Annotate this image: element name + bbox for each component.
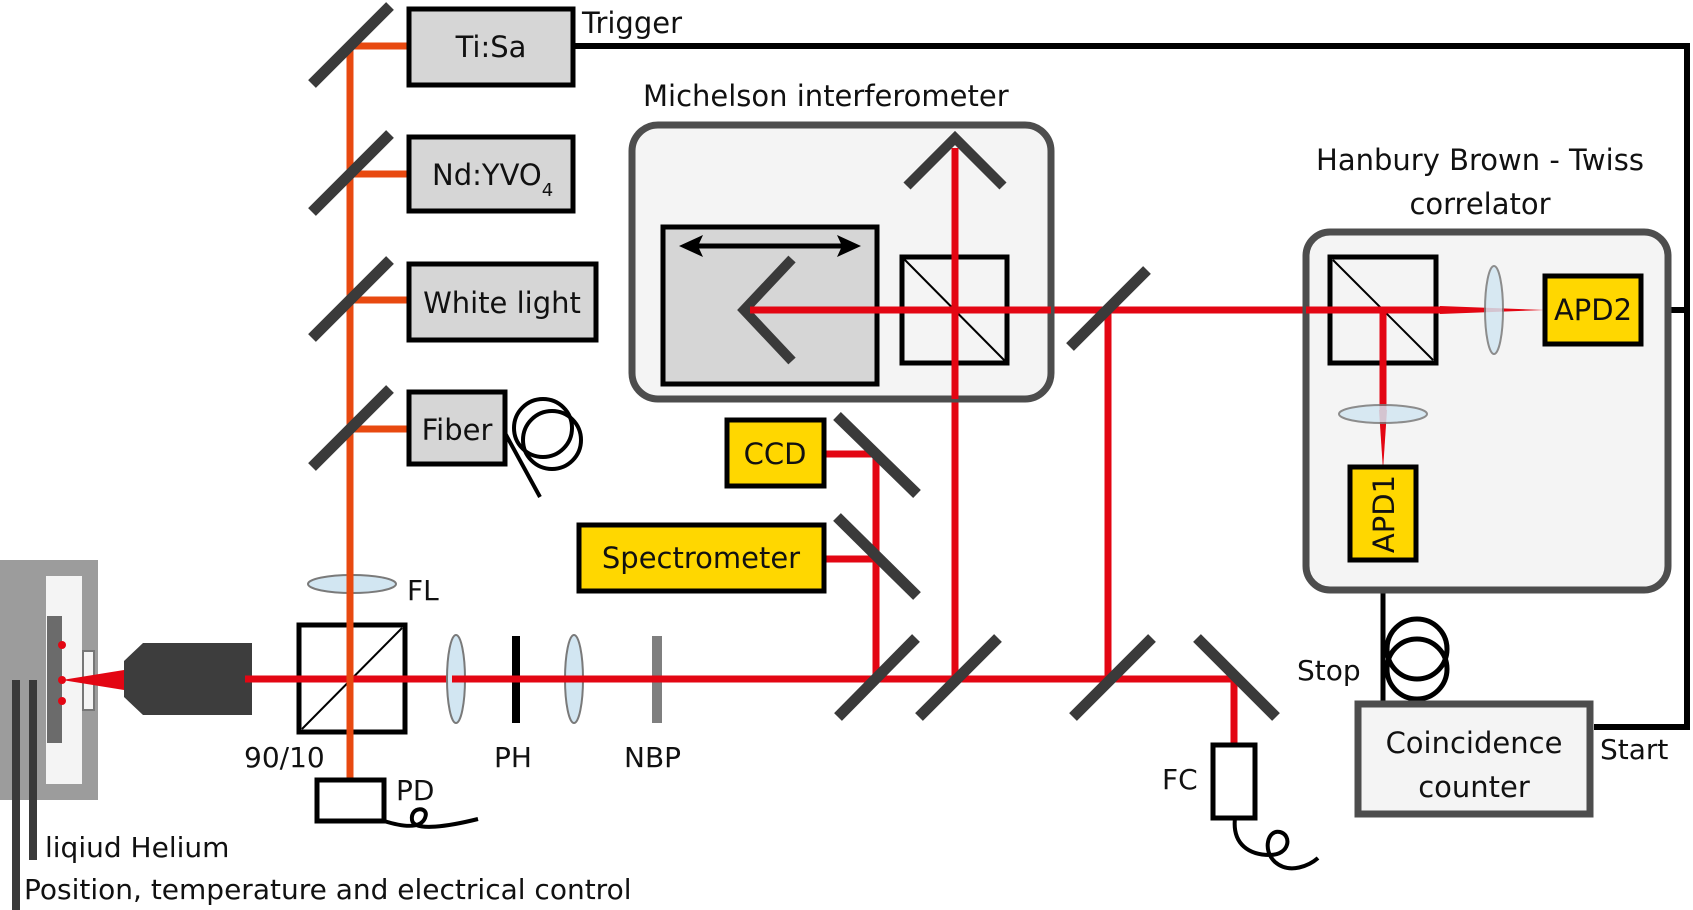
source-fiber: Fiber [406,389,508,467]
svg-text:Coincidence: Coincidence [1386,726,1563,760]
beam-to-apd1 [1379,410,1387,470]
flip-mirror-3 [1069,634,1156,721]
detector-label: APD1 [1367,475,1401,553]
stop-label: Stop [1297,654,1361,687]
detector-apd2: APD2 [1542,273,1644,347]
mirrors [308,2,1280,721]
mirror-hbt [1066,266,1151,351]
mirror-spectrometer [833,513,921,600]
detector-label: CCD [744,437,807,471]
source-label: Ti:Sa [455,30,527,64]
detector-label: APD2 [1554,293,1632,327]
source-whitelight: White light [406,261,599,343]
source-label: Fiber [422,413,493,447]
helium-label: liqiud Helium [45,831,229,864]
translation-arrow-icon [679,235,861,257]
flip-mirror-2 [915,634,1002,721]
coincidence-counter: Coincidence counter [1354,700,1594,818]
hbt-title-line2: correlator [1409,187,1550,221]
mirror-tisa [308,2,394,88]
hbt-lens-apd2 [1484,265,1504,355]
quantum-dot [58,697,66,705]
ph-label: PH [494,741,532,774]
source-ndyvo4: Nd:YVO4 [406,134,576,214]
fixed-retroreflector [903,130,1007,190]
sample-holder [47,616,62,743]
microscope-objective [124,643,252,715]
beamsplitter-label: 90/10 [244,741,325,774]
quantum-dot [58,641,66,649]
hbt-beams [1306,306,1440,410]
trigger-label: Trigger [581,6,682,40]
michelson-title: Michelson interferometer [643,79,1009,113]
helium-line [29,680,37,860]
start-label: Start [1600,733,1668,766]
pump-beam [346,42,410,778]
detector-label: Spectrometer [602,541,800,575]
nbp-label: NBP [624,741,681,774]
moving-retroreflector [737,255,796,365]
delay-cable-coil-icon [1384,616,1450,702]
source-tisa: Ti:Sa [406,6,576,88]
control-label: Position, temperature and electrical con… [24,873,631,906]
detector-ccd: CCD [724,417,827,489]
detector-spectrometer: Spectrometer [576,522,827,594]
mirror-whitelight [308,256,394,342]
detector-apd1: APD1 [1347,464,1419,563]
control-cable [12,680,20,910]
source-label: White light [423,286,581,320]
fc-fiber [1232,817,1320,871]
pd-cable [383,807,479,829]
hbt-lens-apd1 [1338,404,1428,424]
fc-label: FC [1162,763,1198,796]
svg-text:counter: counter [1418,770,1530,804]
source-label: Nd:YVO4 [432,158,553,201]
mirror-fiber [308,385,394,471]
mirror-fc [1193,634,1280,721]
focus-cone [62,670,124,690]
michelson-beams [750,148,1051,399]
mirror-ccd [833,412,921,498]
trigger-wire [573,43,1690,730]
photodiode [314,777,479,829]
flip-mirror-1 [834,634,920,721]
mirror-ndyvo4 [308,130,394,216]
fiber-coupler [1210,742,1320,871]
pd-label: PD [396,774,434,807]
hbt-title-line1: Hanbury Brown - Twiss [1316,143,1644,177]
fiber-coil-icon [503,397,583,498]
fl-label: FL [407,574,439,607]
